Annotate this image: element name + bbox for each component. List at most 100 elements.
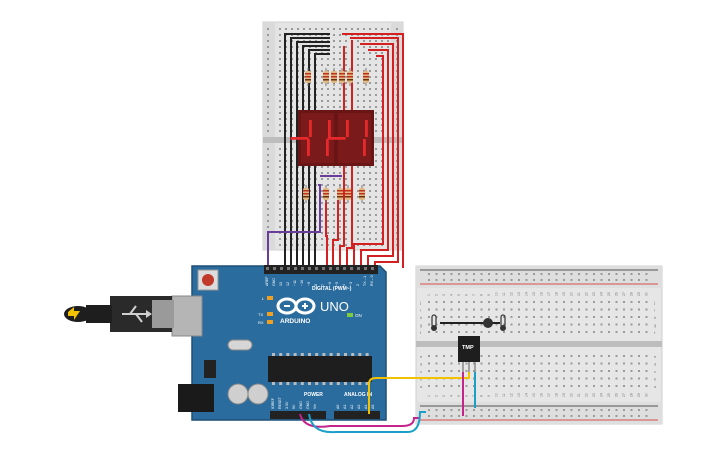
breadboard-hole[interactable] [375,118,377,120]
rail-hole[interactable] [533,279,535,281]
breadboard-hole[interactable] [369,214,371,216]
breadboard-hole[interactable] [473,316,475,318]
breadboard-hole[interactable] [357,184,359,186]
breadboard-hole[interactable] [357,172,359,174]
breadboard-hole[interactable] [578,370,580,372]
breadboard-hole[interactable] [458,385,460,387]
breadboard-hole[interactable] [480,385,483,387]
breadboard-hole[interactable] [593,362,595,365]
breadboard-hole[interactable] [600,377,603,380]
breadboard-hole[interactable] [369,94,371,96]
breadboard-hole[interactable] [578,385,580,387]
rail-hole[interactable] [267,46,269,48]
breadboard-hole[interactable] [279,28,281,30]
breadboard-hole[interactable] [279,82,281,84]
breadboard-hole[interactable] [593,377,595,380]
breadboard-hole[interactable] [458,362,460,365]
rail-hole[interactable] [518,415,520,417]
breadboard-hole[interactable] [540,385,543,387]
rail-hole[interactable] [267,88,269,90]
breadboard-hole[interactable] [363,208,365,210]
breadboard-hole[interactable] [375,220,377,222]
breadboard-hole[interactable] [435,370,438,372]
breadboard-hole[interactable] [638,308,640,311]
breadboard-hole[interactable] [533,331,535,333]
breadboard-hole[interactable] [638,331,640,333]
rail-hole[interactable] [510,415,513,417]
breadboard-hole[interactable] [321,88,323,90]
breadboard-hole[interactable] [333,178,335,180]
breadboard-hole[interactable] [495,301,498,303]
breadboard-hole[interactable] [363,220,365,222]
rail-hole[interactable] [540,273,543,275]
rail-hole[interactable] [600,409,603,411]
breadboard-hole[interactable] [608,316,610,318]
breadboard-hole[interactable] [458,370,460,372]
breadboard-hole[interactable] [279,214,281,216]
breadboard-hole[interactable] [465,362,468,365]
breadboard-hole[interactable] [563,331,565,333]
breadboard-hole[interactable] [339,232,341,234]
rail-hole[interactable] [458,409,460,411]
rail-hole[interactable] [267,94,269,96]
rail-hole[interactable] [585,279,588,281]
digital-header[interactable] [264,265,378,274]
breadboard-hole[interactable] [357,94,359,96]
breadboard-hole[interactable] [548,308,550,311]
breadboard-hole[interactable] [279,166,281,168]
rail-hole[interactable] [503,415,505,417]
header-pin[interactable] [266,267,269,270]
breadboard-hole[interactable] [381,40,383,42]
breadboard-hole[interactable] [327,94,329,96]
breadboard-hole[interactable] [510,385,513,387]
breadboard-hole[interactable] [488,316,490,318]
rail-hole[interactable] [503,279,505,281]
rail-hole[interactable] [548,415,550,417]
breadboard-hole[interactable] [327,106,329,108]
breadboard-hole[interactable] [375,226,377,228]
power-header[interactable] [270,411,326,419]
breadboard-hole[interactable] [279,70,281,72]
breadboard-hole[interactable] [345,166,347,168]
breadboard-hole[interactable] [548,355,550,357]
breadboard-hole[interactable] [645,301,648,303]
breadboard-hole[interactable] [357,58,359,60]
breadboard-hole[interactable] [357,76,359,78]
breadboard-hole[interactable] [375,106,377,108]
rail-hole[interactable] [608,279,610,281]
breadboard-hole[interactable] [279,88,281,90]
breadboard-hole[interactable] [321,190,323,192]
breadboard-hole[interactable] [327,58,329,60]
breadboard-hole[interactable] [369,232,371,234]
breadboard-hole[interactable] [593,370,595,372]
breadboard-hole[interactable] [608,323,610,326]
rail-hole[interactable] [480,409,483,411]
breadboard-hole[interactable] [339,106,341,108]
rail-hole[interactable] [540,415,543,417]
breadboard-hole[interactable] [533,377,535,380]
breadboard-hole[interactable] [630,355,633,357]
rail-hole[interactable] [267,124,269,126]
rail-hole[interactable] [578,409,580,411]
breadboard-hole[interactable] [321,58,323,60]
breadboard-hole[interactable] [503,308,505,311]
breadboard-hole[interactable] [548,301,550,303]
breadboard-hole[interactable] [321,82,323,84]
rail-hole[interactable] [555,409,558,411]
breadboard-hole[interactable] [369,220,371,222]
header-pin[interactable] [280,267,283,270]
breadboard-hole[interactable] [279,148,281,150]
rail-hole[interactable] [267,178,269,180]
breadboard-hole[interactable] [443,308,445,311]
rail-hole[interactable] [615,409,618,411]
breadboard-hole[interactable] [540,331,543,333]
rail-hole[interactable] [267,184,269,186]
rail-hole[interactable] [578,415,580,417]
breadboard-hole[interactable] [555,301,558,303]
breadboard-hole[interactable] [279,178,281,180]
breadboard-hole[interactable] [473,308,475,311]
breadboard-hole[interactable] [369,46,371,48]
breadboard-hole[interactable] [375,154,377,156]
breadboard-hole[interactable] [279,130,281,132]
breadboard-hole[interactable] [563,370,565,372]
